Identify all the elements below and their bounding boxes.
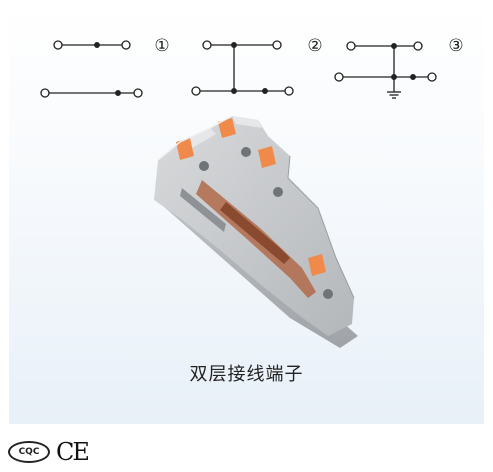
diagram-label-1: ① (154, 36, 169, 56)
diagram-2 (191, 40, 294, 96)
diagram-label-3: ③ (448, 36, 463, 56)
wiring-diagrams: ① ② ③ (40, 36, 464, 99)
cqc-logo: CQC (8, 441, 50, 463)
diagram-1 (40, 40, 143, 98)
terminal-block-image (154, 115, 358, 348)
ce-mark: CE (56, 438, 90, 466)
certification-marks: CQC CE (8, 438, 90, 466)
product-caption: 双层接线端子 (189, 364, 304, 385)
diagram-3 (334, 41, 437, 99)
diagram-label-2: ② (307, 36, 322, 56)
